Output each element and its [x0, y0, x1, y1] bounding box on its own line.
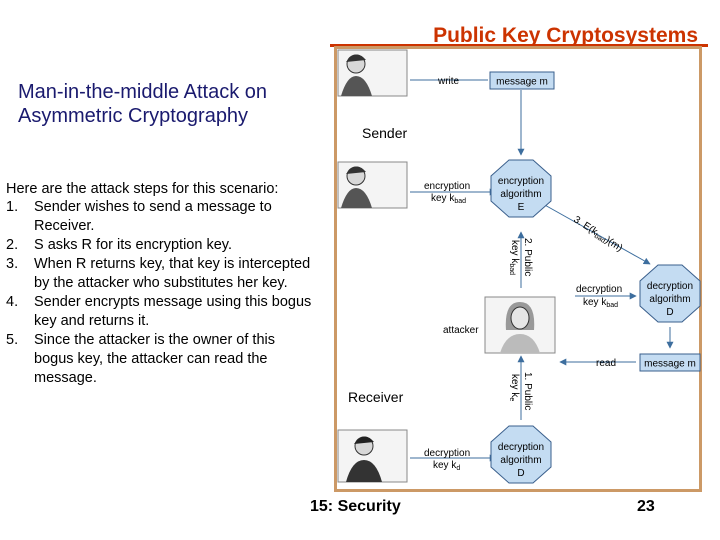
- dec-key-mid-line2: key kbad: [583, 297, 618, 309]
- ciphertext-arrow: [542, 203, 651, 265]
- dec-alg-bot-line3: D: [517, 468, 524, 479]
- dec-alg-bot-line1: decryption: [498, 442, 544, 453]
- decryption-algorithm-bottom-octagon: [490, 425, 552, 484]
- step-number: 2.: [6, 237, 19, 253]
- step3-label: 3. E(kbad)(m): [571, 214, 625, 255]
- write-label: write: [437, 76, 460, 87]
- step1-line2: key ke: [508, 374, 520, 401]
- dec-key-bot-line2: key kd: [433, 460, 460, 472]
- message-box-top-label: message m: [496, 77, 548, 88]
- step1-text: key k: [509, 374, 520, 398]
- step1-line1: 1. Public: [522, 372, 533, 410]
- step2-subscript: bad: [508, 263, 515, 275]
- decryption-algorithm-mid-octagon: [639, 264, 701, 323]
- step2-text: key k: [509, 240, 520, 264]
- sender-portrait-bottom: [337, 161, 408, 209]
- attacker-label: attacker: [443, 325, 479, 336]
- step-text: Sender encrypts message using this bogus…: [34, 294, 312, 329]
- dec-key-mid-line1: decryption: [576, 284, 622, 295]
- step-text: When R returns key, that key is intercep…: [34, 256, 311, 291]
- dec-key-bot-line1: decryption: [424, 448, 470, 459]
- enc-key-line1: encryption: [424, 181, 470, 192]
- message-box-top: [489, 71, 555, 90]
- enc-key-text: key k: [431, 193, 455, 204]
- step-text: Since the attacker is the owner of this …: [34, 332, 275, 386]
- step-item: 5. Since the attacker is the owner of thi…: [6, 331, 316, 388]
- step1-subscript: e: [508, 397, 515, 401]
- encryption-algorithm-octagon: [490, 159, 552, 218]
- dec-alg-mid-line3: D: [666, 307, 673, 318]
- enc-alg-line3: E: [518, 202, 525, 213]
- slide-title: Man-in-the-middle Attack on Asymmetric C…: [18, 81, 268, 127]
- dec-key-bot-text: key k: [433, 460, 457, 471]
- message-box-right: [639, 353, 701, 372]
- dec-alg-mid-line2: algorithm: [649, 294, 690, 305]
- steps-list: 1. Sender wishes to send a message to Rec…: [6, 198, 316, 388]
- step-number: 5.: [6, 332, 19, 348]
- receiver-portrait: [337, 429, 408, 483]
- header-rule: [330, 44, 708, 47]
- step2-line2: key kbad: [508, 240, 520, 275]
- step-item: 4. Sender encrypts message using this bog…: [6, 293, 316, 331]
- step-item: 2. S asks R for its encryption key.: [6, 236, 316, 255]
- step-number: 1.: [6, 199, 19, 215]
- dec-key-mid-subscript: bad: [606, 302, 618, 309]
- sender-label: Sender: [362, 125, 407, 141]
- dec-key-mid-text: key k: [583, 297, 607, 308]
- enc-alg-line1: encryption: [498, 176, 544, 187]
- read-label: read: [596, 358, 616, 369]
- header-title: Public Key Cryptosystems: [433, 24, 698, 47]
- message-box-right-label: message m: [644, 359, 696, 370]
- step-item: 3. When R returns key, that key is interc…: [6, 255, 316, 293]
- steps-intro: Here are the attack steps for this scena…: [6, 181, 279, 197]
- receiver-label: Receiver: [348, 389, 404, 405]
- dec-alg-mid-line1: decryption: [647, 281, 693, 292]
- enc-key-line2: key kbad: [431, 193, 466, 205]
- step-number: 3.: [6, 256, 19, 272]
- step-number: 4.: [6, 294, 19, 310]
- dec-alg-bot-line2: algorithm: [500, 455, 541, 466]
- diagram-frame: [334, 46, 702, 492]
- attacker-portrait: [484, 296, 556, 354]
- step-text: Sender wishes to send a message to Recei…: [34, 199, 272, 234]
- footer-page-number: 23: [637, 498, 655, 515]
- footer-chapter: 15: Security: [310, 498, 401, 515]
- sender-portrait-top: [337, 49, 408, 97]
- enc-alg-line2: algorithm: [500, 189, 541, 200]
- step2-line1: 2. Public: [522, 238, 533, 276]
- step3-tail: )(m): [603, 235, 624, 254]
- enc-key-subscript: bad: [454, 198, 466, 205]
- step-text: S asks R for its encryption key.: [34, 237, 232, 253]
- step-item: 1. Sender wishes to send a message to Rec…: [6, 198, 316, 236]
- dec-key-bot-subscript: d: [456, 465, 460, 472]
